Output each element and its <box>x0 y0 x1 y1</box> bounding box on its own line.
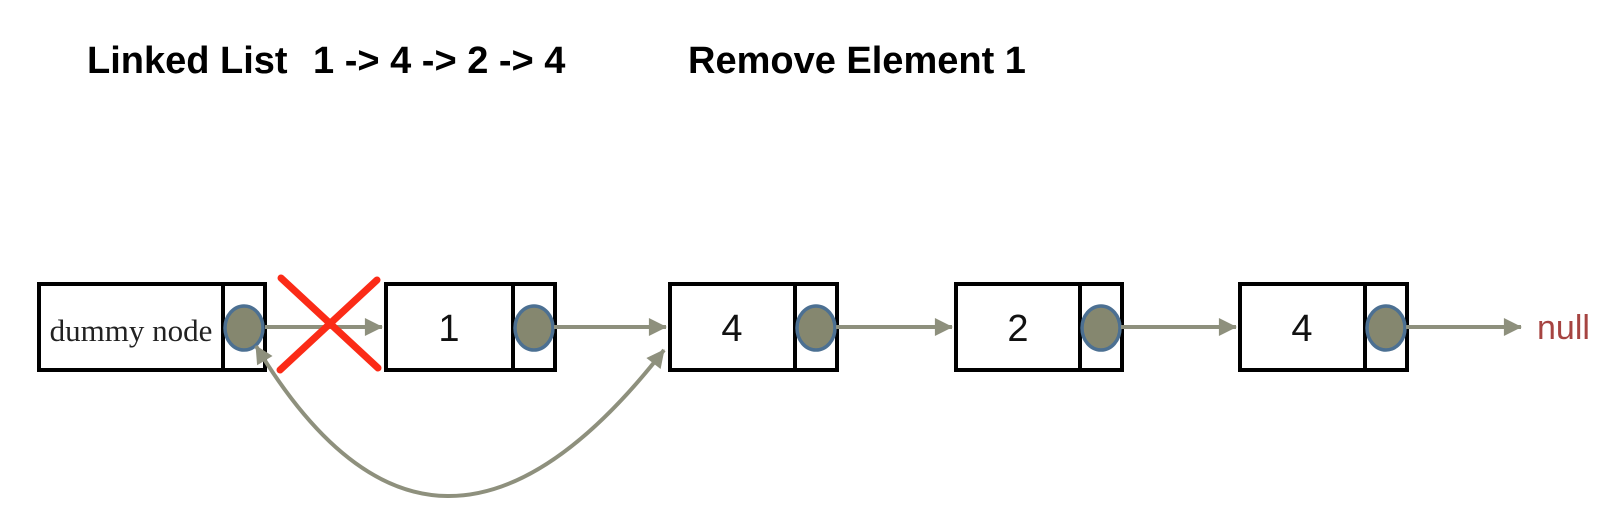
node-4b: 4 <box>1238 282 1409 372</box>
removed-cross-icon <box>276 274 382 374</box>
title-operation: Remove Element 1 <box>688 40 1026 82</box>
node-dummy: dummy node <box>37 282 267 372</box>
node-label: 2 <box>1007 308 1028 350</box>
null-label: null <box>1537 309 1590 347</box>
pointer-oval <box>513 304 555 352</box>
node-2: 2 <box>954 282 1124 372</box>
title-sequence: 1 -> 4 -> 2 -> 4 <box>313 40 565 82</box>
title: Linked List 1 -> 4 -> 2 -> 4 Remove Elem… <box>87 40 1026 82</box>
node-label: 1 <box>438 308 459 350</box>
node-label: 4 <box>1291 308 1312 350</box>
pointer-oval <box>1080 304 1122 352</box>
pointer-oval <box>223 304 265 352</box>
node-label: 4 <box>721 308 742 350</box>
node-4a: 4 <box>668 282 839 372</box>
pointer-oval <box>1365 304 1407 352</box>
pointer-oval <box>795 304 837 352</box>
title-heading: Linked List <box>87 40 288 82</box>
node-1: 1 <box>384 282 557 372</box>
curved-arrow-dummy-to-4 <box>254 344 666 498</box>
node-label: dummy node <box>50 313 213 348</box>
